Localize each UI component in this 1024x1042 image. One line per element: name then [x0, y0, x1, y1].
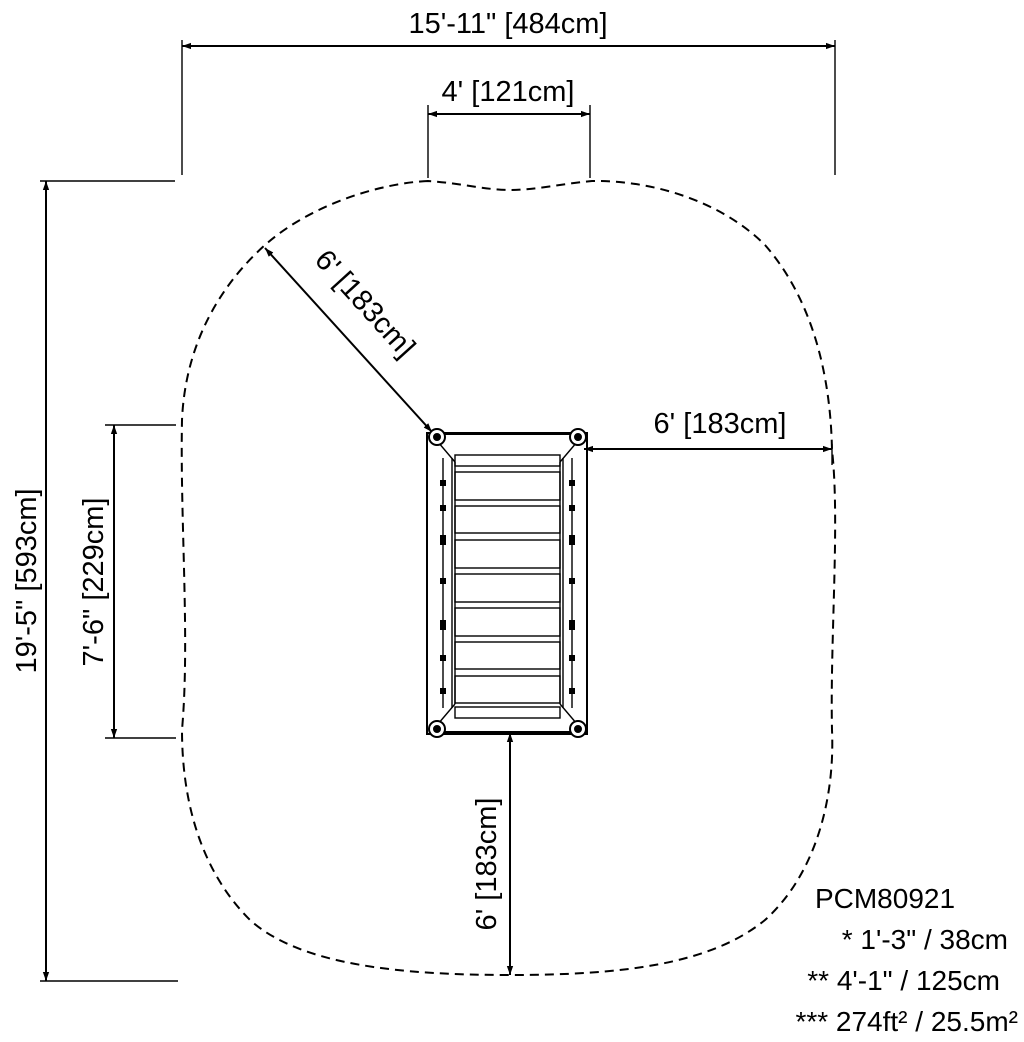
- bridge-planks: [454, 454, 561, 719]
- side-clearance-label: 6' [183cm]: [654, 408, 787, 440]
- diagonal-clearance-label: 6' [183cm]: [308, 244, 421, 364]
- equipment-length-label: 7'-6" [229cm]: [78, 498, 110, 667]
- diagonal-clearance-line: [264, 247, 433, 433]
- top-gap-label: 4' [121cm]: [442, 76, 575, 108]
- bottom-clearance-label: 6' [183cm]: [471, 798, 503, 931]
- corner-posts: [428, 428, 587, 738]
- play-equipment: [426, 428, 588, 738]
- note-line-3: *** 274ft² / 25.5m²: [795, 1006, 1018, 1037]
- rail-bolts: [440, 480, 575, 694]
- note-line-2: ** 4'-1" / 125cm: [807, 965, 1000, 996]
- dimension-lines: [42, 42, 835, 981]
- model-number: PCM80921: [815, 883, 955, 914]
- overall-length-label: 19'-5" [593cm]: [11, 488, 43, 673]
- use-zone-boundary: [180, 179, 837, 977]
- overall-width-label: 15'-11" [484cm]: [408, 8, 607, 40]
- product-notes: PCM80921 * 1'-3" / 38cm ** 4'-1" / 125cm…: [795, 883, 1018, 1037]
- note-line-1: * 1'-3" / 38cm: [842, 924, 1008, 955]
